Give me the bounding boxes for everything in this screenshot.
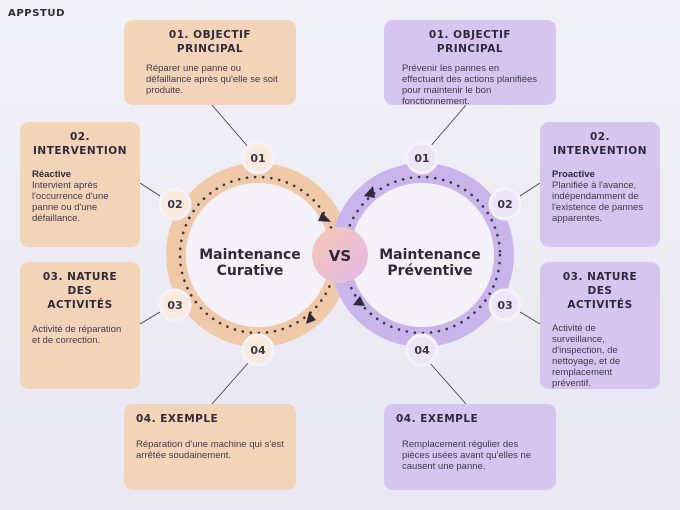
card-body: Réparer une panne ou défaillance après q… — [146, 63, 278, 96]
preventive-number-badges: 01 02 03 04 — [405, 141, 522, 367]
card-body: Planifiée à l'avance, indépendamment de … — [552, 180, 644, 224]
card-title: 01. OBJECTIF PRINCIPAL — [428, 29, 512, 55]
connector-lines — [139, 104, 541, 405]
preventive-dotted-orbit — [342, 175, 502, 335]
card-body: Activité de réparation et de correction. — [32, 324, 122, 346]
preventive-badge-04: 04 — [414, 344, 430, 357]
curative-arrow-icon — [318, 212, 331, 222]
card-strong: Proactive — [552, 169, 595, 180]
card-title: 02. INTERVENTION — [553, 131, 647, 157]
card-title: 03. NATURE DES ACTIVITÉS — [562, 271, 638, 311]
curative-intervention-card: 02. INTERVENTION Réactive Intervient apr… — [20, 122, 140, 247]
vs-badge — [312, 227, 368, 283]
card-title: 02. INTERVENTION — [33, 131, 127, 157]
curative-nature-card: 03. NATURE DES ACTIVITÉS Activité de rép… — [20, 262, 140, 389]
card-title: 01. OBJECTIF PRINCIPAL — [168, 29, 252, 55]
curative-badge-01: 01 — [250, 152, 265, 165]
card-body: Remplacement régulier des pièces usées a… — [402, 439, 532, 472]
curative-badge-04: 04 — [250, 344, 266, 357]
card-body: Intervient après l'occurrence d'une pann… — [32, 180, 109, 224]
vs-label: VS — [329, 247, 351, 265]
curative-arrow-icon — [306, 312, 316, 324]
preventive-nature-card: 03. NATURE DES ACTIVITÉS Activité de sur… — [540, 262, 660, 389]
curative-badge-03: 03 — [167, 299, 182, 312]
preventive-intervention-card: 02. INTERVENTION Proactive Planifiée à l… — [540, 122, 660, 247]
preventive-title-line1: Maintenance — [379, 247, 481, 263]
curative-example-card: 04. EXEMPLE Réparation d'une machine qui… — [124, 404, 296, 490]
preventive-arrow-icon — [364, 186, 375, 198]
preventive-badge-02: 02 — [497, 198, 512, 211]
card-title: 04. EXEMPLE — [396, 413, 479, 425]
preventive-arrow-icon — [353, 296, 365, 306]
curative-title-line1: Maintenance — [199, 247, 301, 263]
card-title: 04. EXEMPLE — [136, 413, 219, 425]
card-body: Réparation d'une machine qui s'est arrêt… — [136, 439, 284, 461]
curative-title-line2: Curative — [217, 263, 284, 279]
preventive-badge-03: 03 — [497, 299, 512, 312]
preventive-badge-01: 01 — [414, 152, 429, 165]
curative-objective-card: 01. OBJECTIF PRINCIPAL Réparer une panne… — [124, 20, 296, 105]
card-body: Prévenir les pannes en effectuant des ac… — [402, 63, 538, 107]
preventive-example-card: 04. EXEMPLE Remplacement régulier des pi… — [384, 404, 556, 490]
card-body: Activité de surveillance, d'inspection, … — [552, 323, 621, 389]
curative-badge-02: 02 — [167, 198, 182, 211]
brand-logo: APPSTUD — [8, 8, 66, 19]
preventive-title-line2: Préventive — [387, 263, 472, 279]
card-title: 03. NATURE DES ACTIVITÉS — [42, 271, 118, 311]
preventive-objective-card: 01. OBJECTIF PRINCIPAL Prévenir les pann… — [384, 20, 556, 107]
card-strong: Réactive — [32, 169, 72, 180]
curative-number-badges: 01 02 03 04 — [158, 141, 275, 367]
